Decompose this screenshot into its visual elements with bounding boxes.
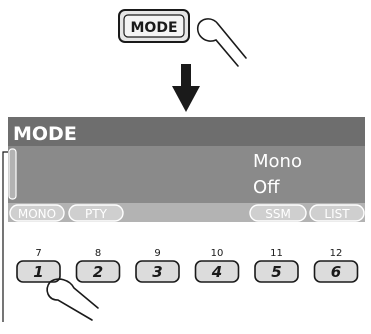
display-line-1: Mono [253,151,302,172]
preset-button-4[interactable]: 104 [194,248,240,283]
display-header: MODE [13,123,77,145]
display-line-2: Off [253,177,280,198]
preset-number: 12 [330,248,343,259]
preset-button-5[interactable]: 115 [254,248,299,283]
preset-label: 5 [271,263,281,281]
preset-number: 10 [211,248,224,259]
preset-button-1[interactable]: 71 [16,248,61,283]
soft-button-list[interactable]: LIST [309,204,365,222]
preset-label: 6 [331,263,341,281]
soft-button-ssm-label: SSM [265,207,291,221]
preset-button-body[interactable] [313,260,359,283]
finger-pressing-preset-icon [46,278,99,321]
preset-label: 2 [93,263,103,281]
preset-label: 3 [152,263,162,281]
preset-label: 4 [211,263,222,281]
preset-button-3[interactable]: 93 [135,248,180,283]
indicator-leader-line [2,151,8,322]
preset-number: 8 [95,248,101,259]
preset-button-body[interactable] [194,260,240,283]
mode-button-label: MODE [130,20,177,36]
soft-button-list-label: LIST [324,207,350,221]
soft-button-mono[interactable]: MONO [9,204,65,222]
preset-number: 7 [35,248,41,259]
preset-label: 1 [33,263,43,281]
preset-button-2[interactable]: 82 [75,248,121,283]
display-body [8,146,365,203]
preset-button-body[interactable] [135,260,180,283]
soft-button-ssm[interactable]: SSM [249,204,307,222]
preset-button-body[interactable] [254,260,299,283]
mode-button[interactable]: MODE [118,9,190,43]
down-arrow-icon [172,64,200,112]
soft-button-pty[interactable]: PTY [68,204,124,222]
soft-button-mono-label: MONO [18,207,56,221]
soft-button-pty-label: PTY [85,207,108,221]
display-header-bar [8,117,365,146]
preset-button-body[interactable] [16,260,61,283]
preset-button-6[interactable]: 126 [313,248,359,283]
display-panel: MODE Mono Off [8,117,365,222]
level-indicator [8,148,17,200]
preset-number: 11 [270,248,283,259]
finger-pressing-mode-icon [196,18,247,67]
preset-button-body[interactable] [75,260,121,283]
preset-number: 9 [154,248,160,259]
